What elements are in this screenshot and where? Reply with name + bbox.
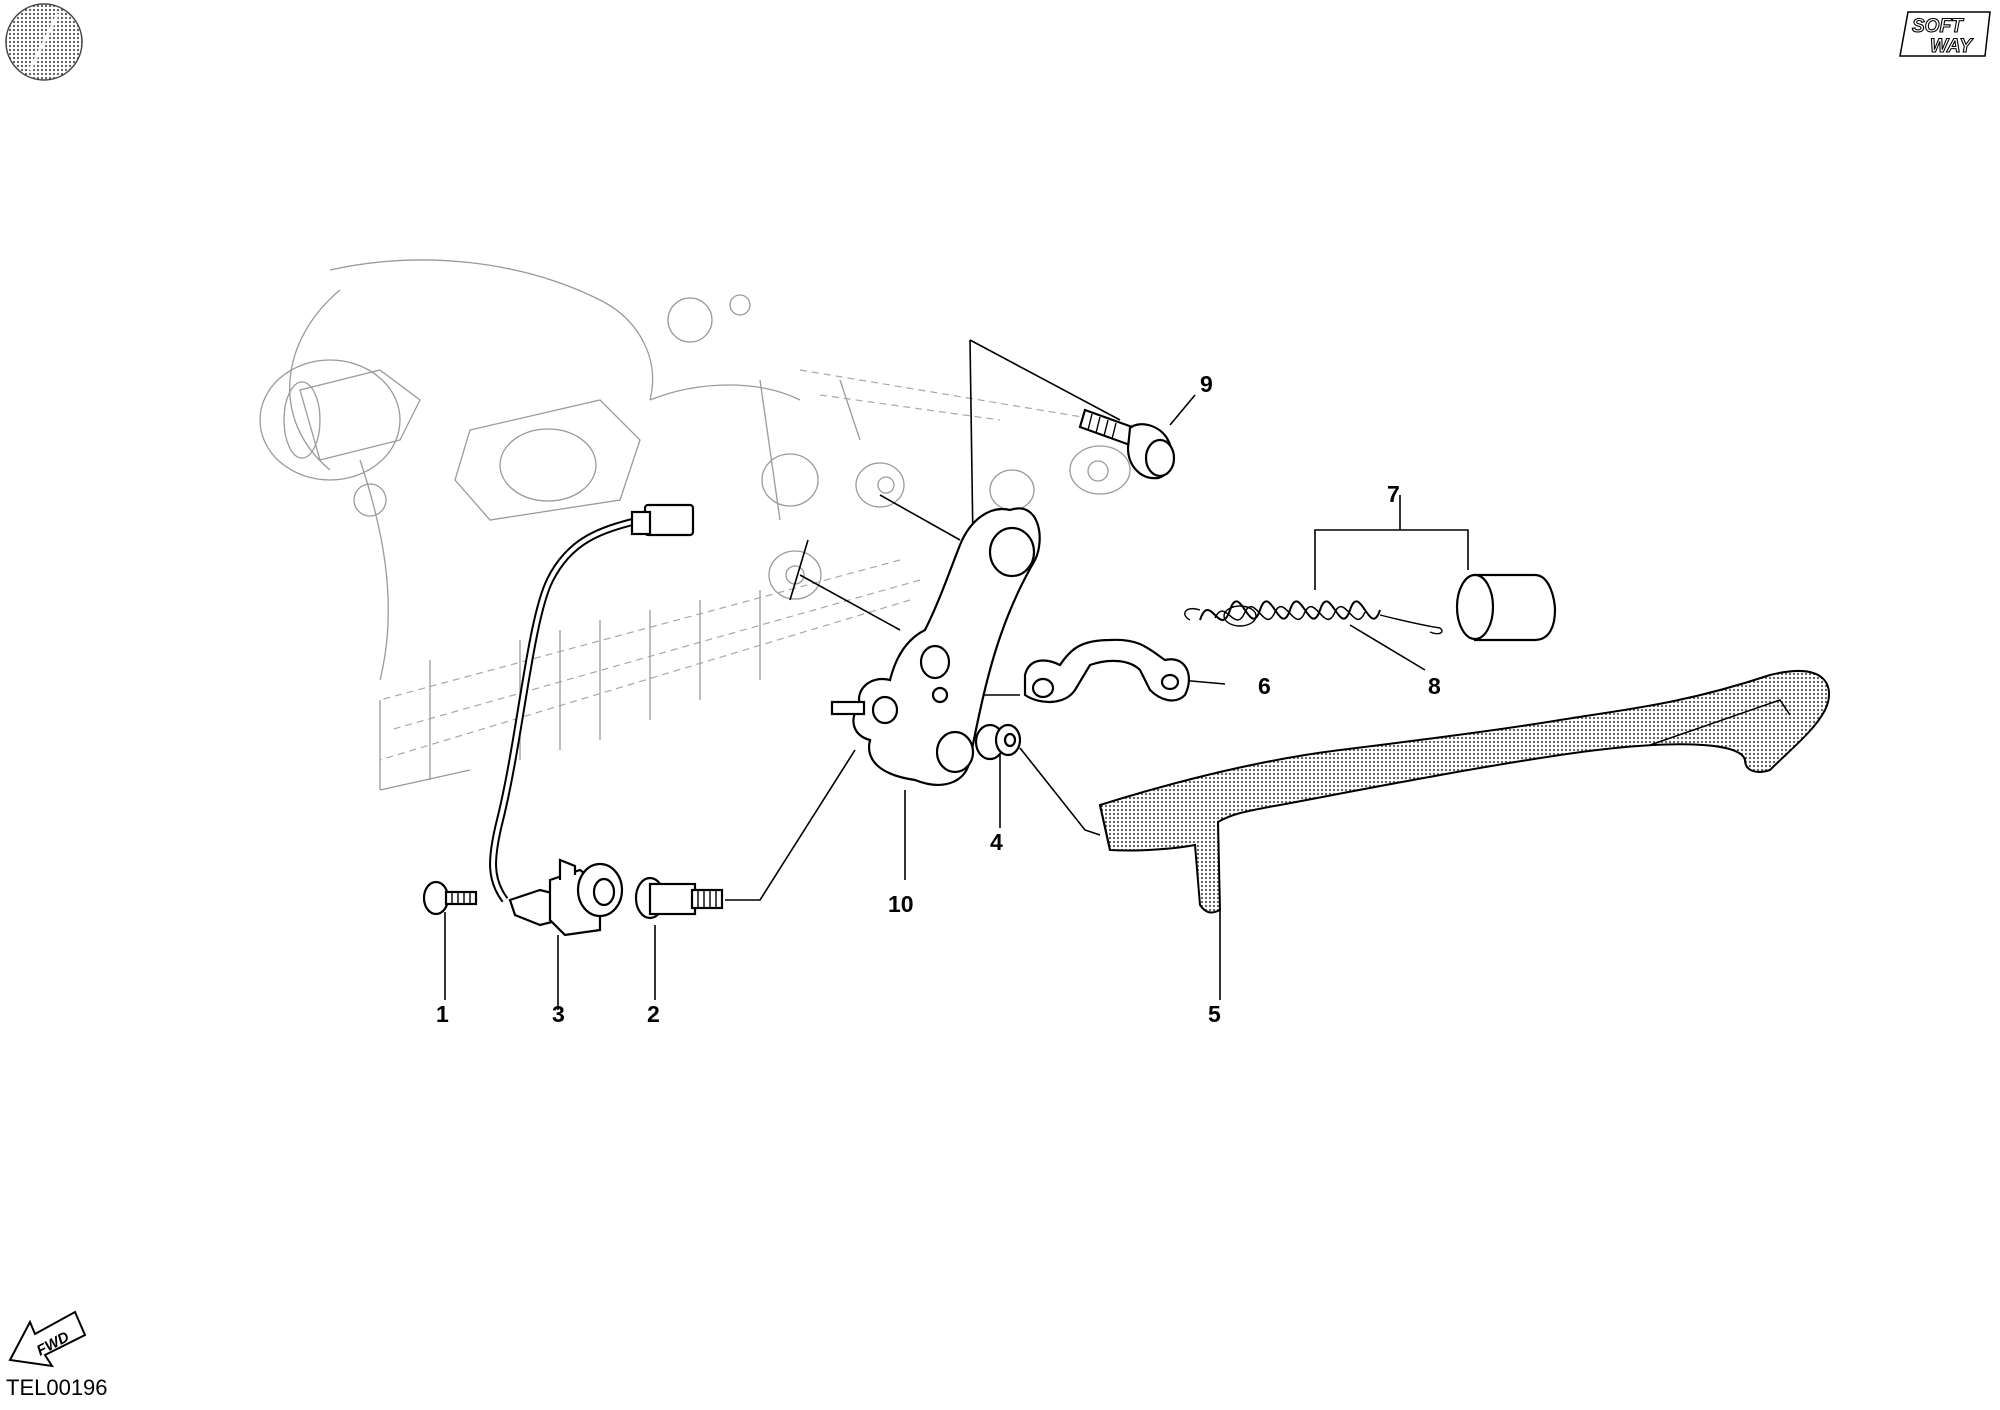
part-2-pin[interactable]: [634, 876, 724, 920]
part-5-side-stand[interactable]: [1098, 669, 1831, 914]
callout-labels: 1 2 3 4 5 6 7 8 9 10: [436, 371, 1441, 1027]
part-6-spring-plate[interactable]: [1023, 638, 1190, 703]
sensor-cable: [489, 503, 695, 903]
callout-4: 4: [990, 829, 1003, 855]
part-1-screw[interactable]: [422, 880, 478, 916]
fwd-direction-icon: FWD: [8, 1310, 87, 1368]
logo-text-top: SOFT: [1912, 16, 1964, 37]
part-10-stand-bracket[interactable]: [830, 507, 1041, 786]
emblem-icon: [5, 3, 83, 81]
logo-text-bottom: WAY: [1930, 36, 1974, 57]
softway-logo: SOFT WAY: [1899, 11, 1991, 58]
callout-1: 1: [436, 1001, 449, 1027]
callout-2: 2: [647, 1001, 660, 1027]
callout-7: 7: [1387, 481, 1400, 507]
drawing-code: TEL00196: [6, 1375, 108, 1400]
part-3-sidestand-sensor[interactable]: [508, 858, 624, 937]
callout-9: 9: [1200, 371, 1213, 397]
callout-5: 5: [1208, 1001, 1221, 1027]
callout-6: 6: [1258, 673, 1271, 699]
part-7-sleeve[interactable]: [1455, 573, 1557, 642]
callout-8: 8: [1428, 673, 1441, 699]
callout-3: 3: [552, 1001, 565, 1027]
callout-10: 10: [888, 891, 914, 917]
engine-crankcase-outline: [259, 259, 1161, 791]
part-8-spring[interactable]: [1184, 600, 1443, 635]
part-9-bolt[interactable]: [1078, 408, 1176, 480]
part-4-bushings[interactable]: [974, 723, 1022, 761]
